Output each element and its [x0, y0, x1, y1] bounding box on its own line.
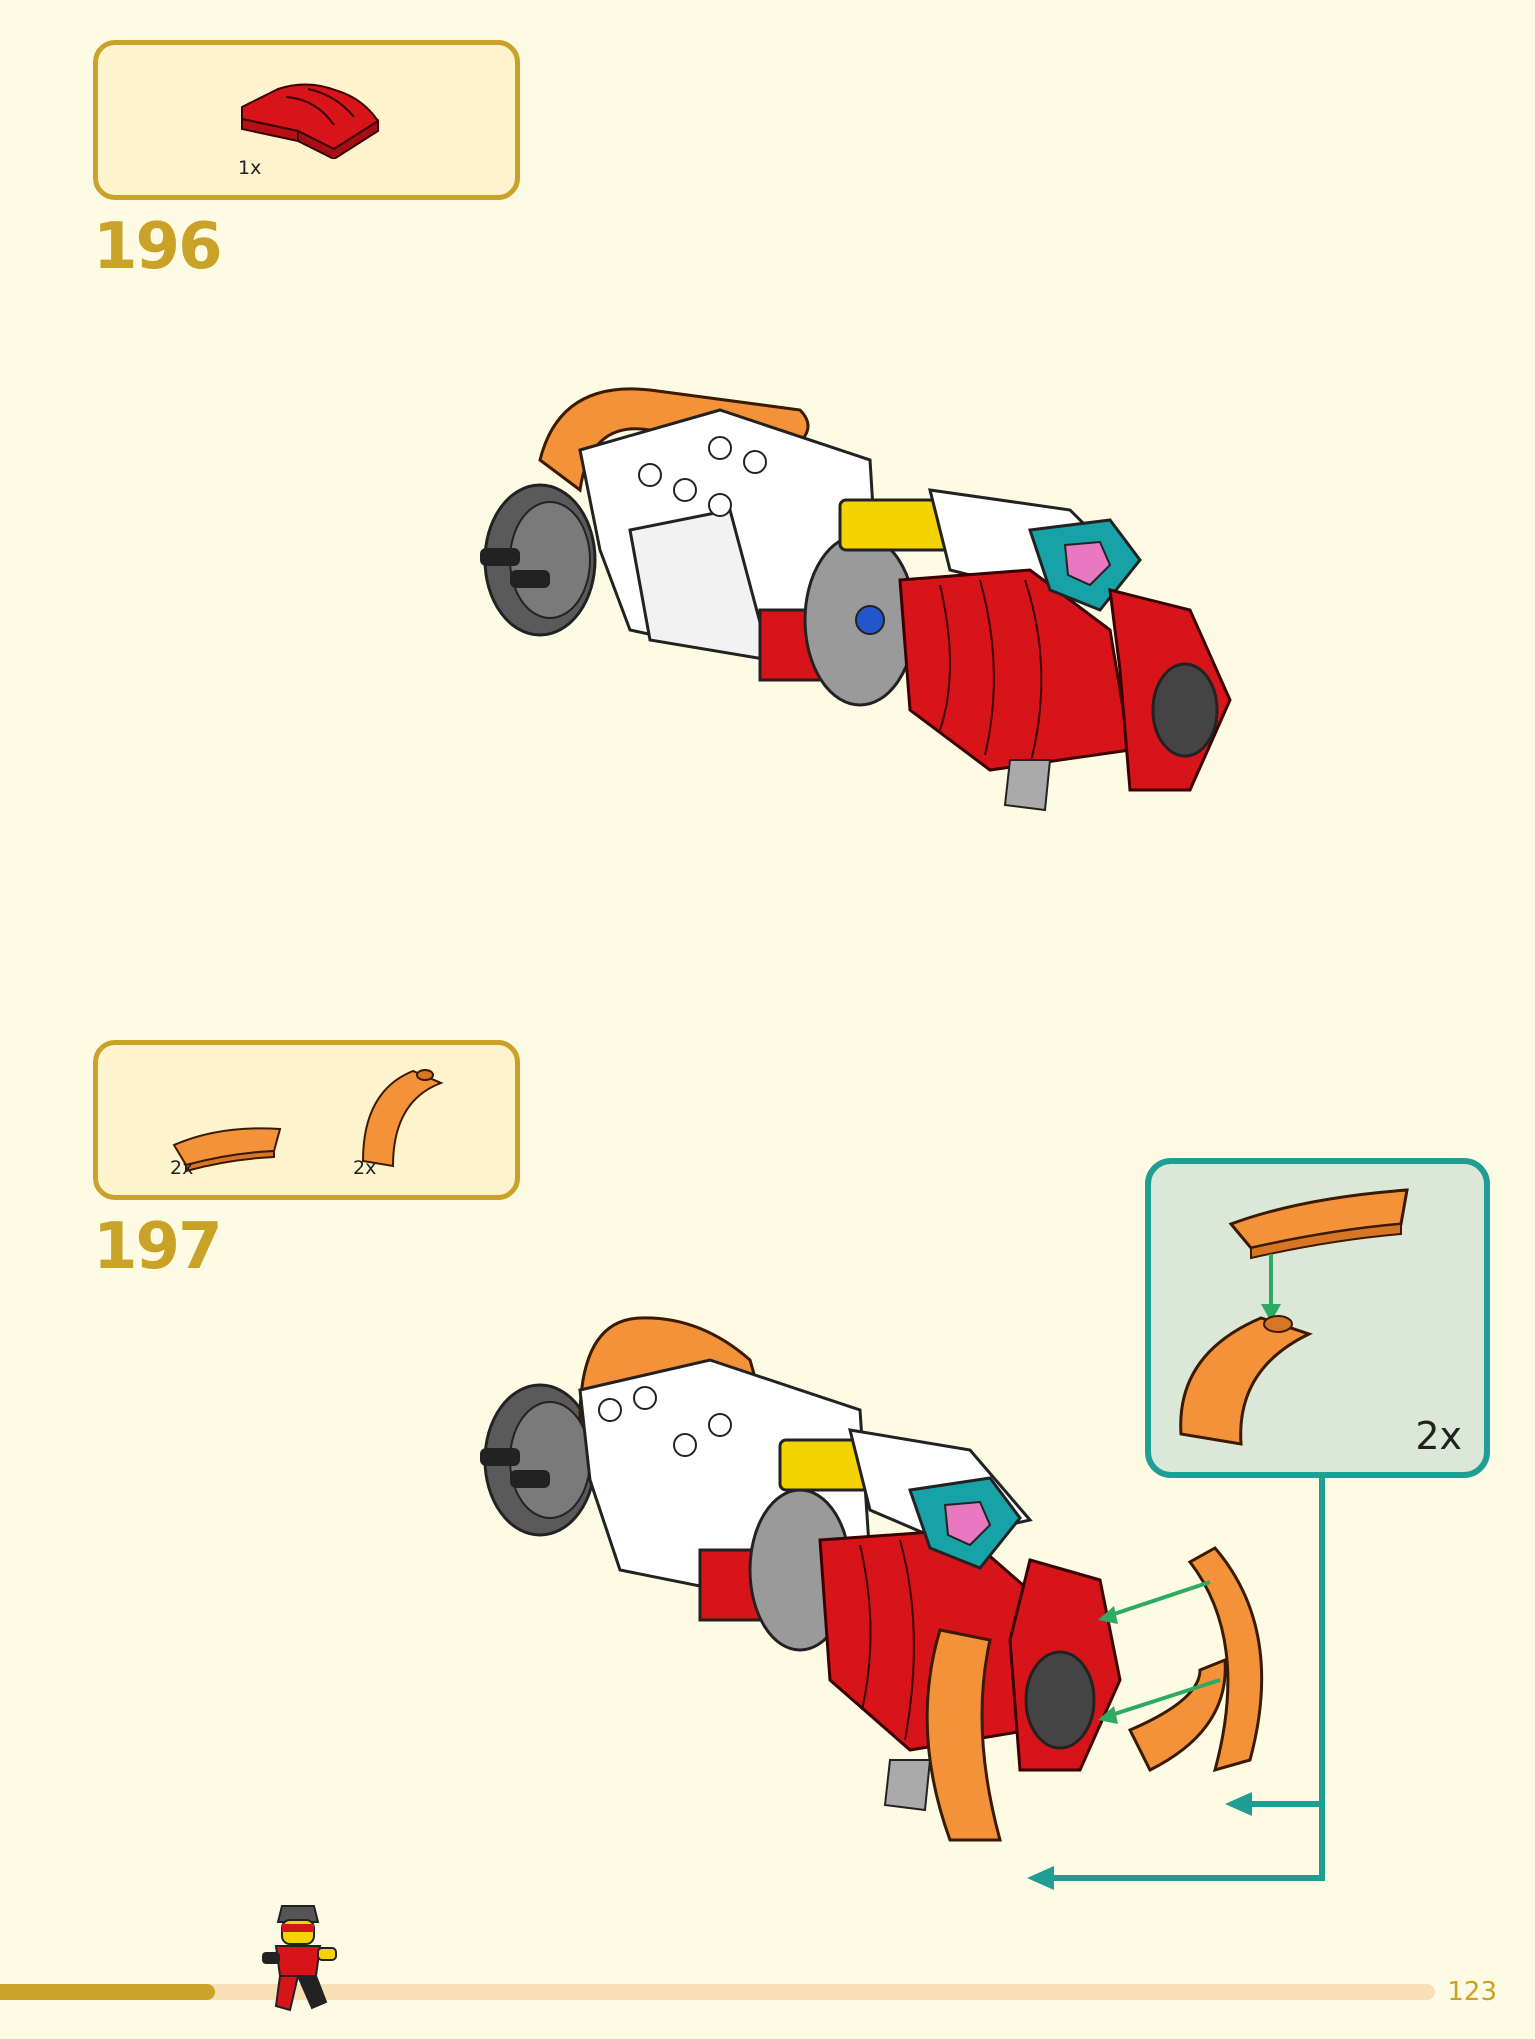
- step-number: 197: [93, 1210, 223, 1284]
- parts-list-196: 1x: [93, 40, 520, 200]
- model-assembly-196: [480, 387, 1232, 812]
- part-quantity: 1x: [238, 157, 262, 179]
- red-curved-slope-brick-icon: [241, 83, 380, 159]
- callout-quantity: 2x: [1415, 1414, 1462, 1458]
- progress-bar: [0, 1984, 1435, 2000]
- subassembly-illustration: [1179, 1188, 1409, 1446]
- progress-bar-fill: [0, 1984, 216, 2000]
- minifigure-icon: [262, 1905, 337, 2012]
- page-number: 123: [1447, 1977, 1497, 2007]
- step-number: 196: [93, 210, 223, 284]
- part-quantity: 2x: [170, 1157, 194, 1179]
- part-quantity: 2x: [353, 1157, 377, 1179]
- subassembly-callout: 2x: [1145, 1158, 1490, 1478]
- parts-list-197: 2x 2x: [93, 1040, 520, 1200]
- orange-curved-slope-brick-icon: [172, 1127, 282, 1172]
- model-assembly-197: [480, 1316, 1264, 1842]
- orange-arch-brick-icon: [361, 1069, 444, 1168]
